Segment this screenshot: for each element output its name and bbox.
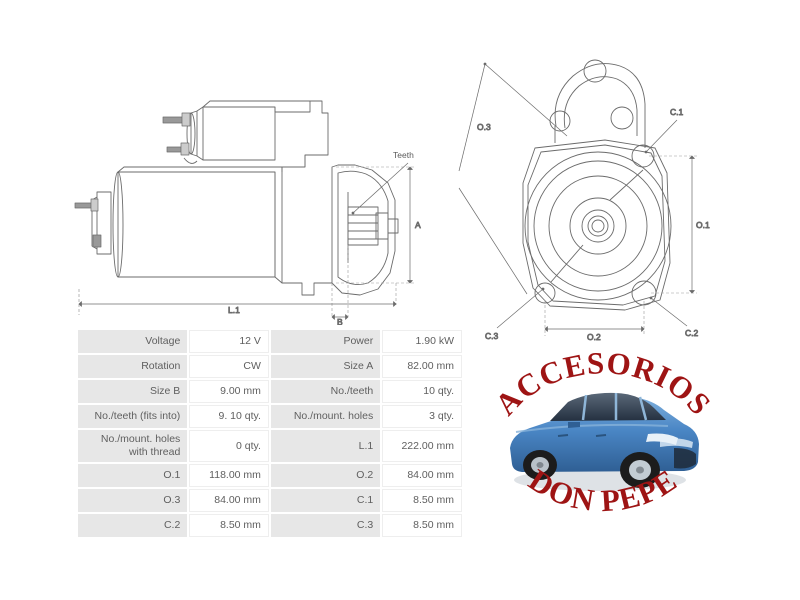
spec-value: 1.90 kW — [382, 330, 462, 353]
spec-label: Rotation — [78, 355, 188, 378]
starter-motor-side-view-diagram: A L.1 B Teeth — [60, 55, 460, 325]
shaft-center — [591, 219, 605, 233]
table-row: Rotation CW Size A 82.00 mm — [78, 355, 462, 378]
spec-value: 9. 10 qty. — [189, 405, 269, 428]
table-row: Voltage 12 V Power 1.90 kW — [78, 330, 462, 353]
spec-value: 82.00 mm — [382, 355, 462, 378]
spec-label: L.1 — [270, 430, 381, 463]
housing-inner-circle — [548, 175, 648, 277]
leader-line-c1 — [645, 119, 678, 153]
leader-line-c2 — [650, 297, 688, 327]
car-wheel-front — [620, 452, 660, 488]
solenoid-bolt-hole-right — [610, 106, 634, 130]
spec-value: 118.00 mm — [189, 464, 269, 488]
spec-label: No./teeth — [270, 380, 381, 403]
dimension-label-o3: O.3 — [477, 122, 491, 132]
dimension-label-c3: C.3 — [485, 331, 499, 341]
pinion-gear — [347, 206, 379, 246]
dimension-label-a: A — [415, 220, 421, 230]
spec-value: 222.00 mm — [382, 430, 462, 463]
spec-label: C.1 — [270, 489, 381, 513]
dimension-label-c1: C.1 — [670, 107, 684, 117]
spec-value: 3 qty. — [382, 405, 462, 428]
solenoid-terminal-lower — [166, 146, 184, 153]
solenoid-bolt-hole-top — [583, 59, 607, 83]
specifications-table: Voltage 12 V Power 1.90 kW Rotation CW S… — [76, 328, 464, 539]
spec-label: O.1 — [78, 464, 188, 488]
spec-label: O.2 — [270, 464, 381, 488]
spec-label: No./teeth (fits into) — [78, 405, 188, 428]
spec-value: 8.50 mm — [382, 489, 462, 513]
spec-label: No./mount. holes — [270, 405, 381, 428]
table-row: No./teeth (fits into) 9. 10 qty. No./mou… — [78, 405, 462, 428]
table-row: Size B 9.00 mm No./teeth 10 qty. — [78, 380, 462, 403]
watermark-logo: ACCESORIOS DON PEPE — [488, 352, 718, 537]
teeth-leader-line — [352, 162, 409, 214]
spec-value: 84.00 mm — [189, 489, 269, 513]
leader-line-c3 — [496, 288, 544, 329]
table-row: No./mount. holes with thread 0 qty. L.1 … — [78, 430, 462, 463]
spec-label: Power — [270, 330, 381, 353]
drive-end-housing — [331, 164, 396, 296]
watermark-text-top: ACCESORIOS — [488, 352, 718, 422]
spec-value: 8.50 mm — [382, 514, 462, 538]
spec-value: 9.00 mm — [189, 380, 269, 403]
dimension-label-l1: L.1 — [228, 305, 240, 315]
spec-value: 8.50 mm — [189, 514, 269, 538]
watermark-text-bottom: DON PEPE — [523, 462, 684, 518]
dimension-line-o3-upper — [458, 63, 486, 172]
spec-label: O.3 — [78, 489, 188, 513]
car-image — [510, 392, 699, 491]
car-wheel-rear — [523, 450, 557, 480]
spec-value: 84.00 mm — [382, 464, 462, 488]
spec-label: Size B — [78, 380, 188, 403]
dimension-line-o3-lower — [458, 187, 528, 295]
dimension-label-o1: O.1 — [696, 220, 710, 230]
solenoid-bolt-hole-left — [549, 110, 571, 132]
rear-terminal-stud — [74, 202, 94, 209]
spec-label: C.2 — [78, 514, 188, 538]
spec-value: 12 V — [189, 330, 269, 353]
teeth-label: Teeth — [393, 150, 414, 160]
spec-label: No./mount. holes with thread — [78, 430, 188, 463]
spec-label: Voltage — [78, 330, 188, 353]
starter-motor-flange-view-diagram: O.1 O.2 O.3 C.1 C.2 C.3 — [455, 48, 800, 348]
spec-label: C.3 — [270, 514, 381, 538]
spec-value: 0 qty. — [189, 430, 269, 463]
spec-label: Size A — [270, 355, 381, 378]
rear-end-cap — [96, 191, 112, 255]
table-row: C.2 8.50 mm C.3 8.50 mm — [78, 514, 462, 538]
bearing-boss — [569, 197, 627, 255]
housing-outer-circle — [524, 151, 672, 301]
table-row: O.3 84.00 mm C.1 8.50 mm — [78, 489, 462, 513]
dimension-label-b: B — [337, 317, 343, 325]
solenoid-body — [202, 106, 276, 161]
dimension-label-o2: O.2 — [587, 332, 601, 342]
spec-value: CW — [189, 355, 269, 378]
spec-value: 10 qty. — [382, 380, 462, 403]
solenoid-cap-outline — [554, 63, 646, 136]
motor-housing — [117, 171, 276, 278]
dimension-label-c2: C.2 — [685, 328, 699, 338]
table-row: O.1 118.00 mm O.2 84.00 mm — [78, 464, 462, 488]
pinion-shaft — [375, 212, 389, 240]
